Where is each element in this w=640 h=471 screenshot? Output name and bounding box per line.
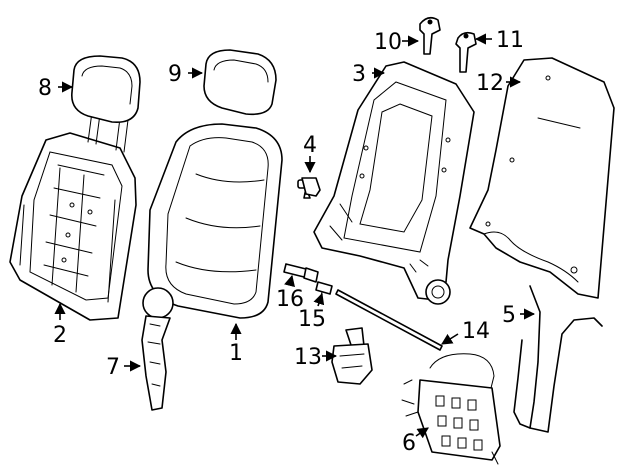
- callout-label-10: 10: [374, 30, 402, 55]
- callout-label-5: 5: [502, 303, 516, 328]
- callout-6: 6: [402, 427, 429, 456]
- callout-label-4: 4: [303, 133, 317, 158]
- part-5-wire[interactable]: [513, 285, 603, 433]
- callout-15: 15: [298, 292, 326, 332]
- callout-label-6: 6: [402, 431, 416, 456]
- callout-label-1: 1: [229, 341, 243, 366]
- callout-14: 14: [441, 319, 490, 345]
- callout-label-12: 12: [476, 71, 504, 96]
- part-11-guide-sleeve[interactable]: [455, 31, 477, 73]
- callout-label-11: 11: [496, 28, 524, 53]
- callout-11: 11: [474, 28, 524, 53]
- part-15-clip[interactable]: [315, 281, 333, 301]
- callout-label-8: 8: [38, 76, 52, 101]
- callout-label-16: 16: [276, 287, 304, 312]
- part-4-bolt[interactable]: [297, 177, 321, 199]
- part-12-rear-panel[interactable]: [469, 57, 615, 299]
- callout-label-15: 15: [298, 307, 326, 332]
- callout-3: 3: [352, 62, 386, 87]
- part-9-headrest[interactable]: [203, 49, 277, 116]
- callout-label-9: 9: [168, 62, 182, 87]
- part-6-lumbar-support[interactable]: [401, 353, 501, 465]
- part-7-recliner-bracket[interactable]: [141, 287, 174, 411]
- part-14-rod[interactable]: [335, 289, 443, 351]
- callout-label-2: 2: [53, 323, 67, 348]
- callout-9: 9: [168, 62, 204, 87]
- part-16-pin[interactable]: [283, 263, 319, 283]
- callout-2: 2: [53, 302, 67, 348]
- callout-4: 4: [303, 133, 317, 174]
- part-13-motor[interactable]: [331, 327, 373, 385]
- callout-12: 12: [476, 71, 522, 96]
- callout-label-13: 13: [294, 345, 322, 370]
- callout-10: 10: [374, 30, 420, 55]
- part-1-seatback-cover[interactable]: [147, 123, 283, 319]
- part-2-seatback-panel[interactable]: [9, 132, 137, 321]
- part-3-seatback-frame[interactable]: [313, 61, 475, 305]
- callout-label-14: 14: [462, 319, 490, 344]
- part-8-headrest[interactable]: [71, 55, 141, 153]
- callout-13: 13: [294, 345, 338, 370]
- part-10-guide-sleeve[interactable]: [419, 16, 441, 55]
- callout-1: 1: [229, 322, 243, 366]
- callout-8: 8: [38, 76, 74, 101]
- callout-5: 5: [502, 303, 536, 328]
- callout-7: 7: [106, 355, 142, 380]
- callout-16: 16: [276, 274, 304, 312]
- callout-label-3: 3: [352, 62, 366, 87]
- callout-label-7: 7: [106, 355, 120, 380]
